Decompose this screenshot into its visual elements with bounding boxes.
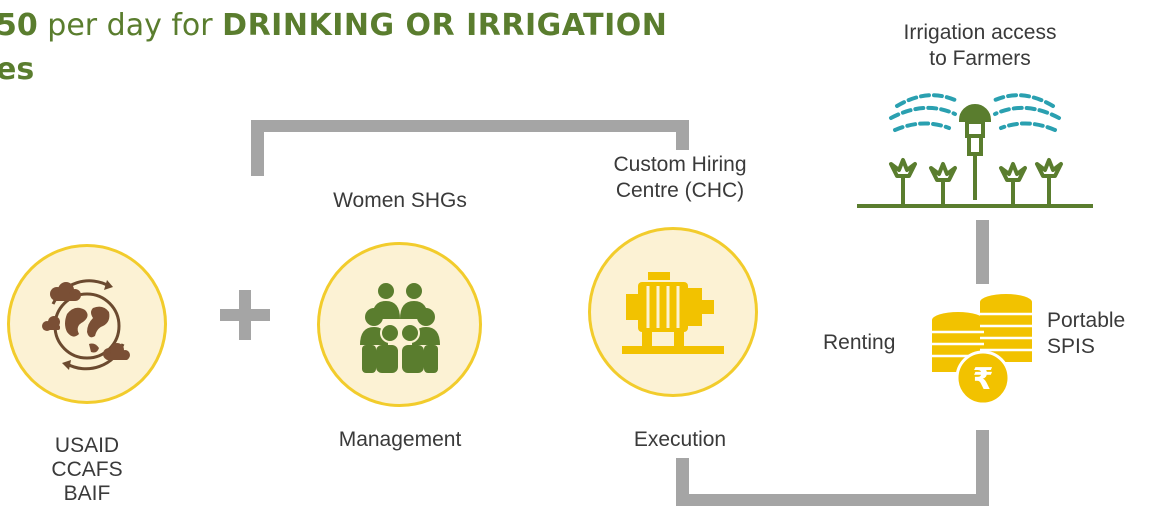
- partner-baif: BAIF: [63, 482, 111, 505]
- women-shg-circle: [317, 242, 482, 407]
- partner-ccafs: CCAFS: [51, 458, 123, 481]
- headline-number: 50: [0, 8, 38, 43]
- bottom-connector-right-riser: [976, 430, 989, 506]
- globe-clouds-icon: [42, 279, 130, 371]
- irrigation-spis-connector: [976, 220, 989, 284]
- women-shg-label: Women SHGs: [333, 189, 467, 212]
- chc-label: Custom Hiring Centre (CHC): [613, 153, 747, 202]
- people-group-icon: [359, 282, 440, 373]
- partner-usaid: USAID: [54, 434, 120, 457]
- spis-renting-label: Renting: [823, 331, 896, 354]
- chc-role: Execution: [633, 428, 727, 451]
- top-connector-left-riser: [251, 120, 264, 176]
- headline: 50 per day for DRINKING OR IRRIGATION es: [0, 4, 667, 92]
- top-connector-bar: [251, 120, 689, 132]
- headline-emphasis: DRINKING OR IRRIGATION: [222, 8, 668, 43]
- headline-line2: es: [0, 52, 35, 87]
- spis-portable-label: Portable SPIS: [1047, 309, 1126, 358]
- plus-icon: [220, 290, 270, 340]
- pump-motor-icon: [622, 272, 724, 354]
- top-connector-right-riser: [676, 120, 689, 150]
- headline-text: per day for: [37, 8, 223, 43]
- irrigation-label: Irrigation access to Farmers: [903, 21, 1057, 70]
- sprinkler-crops-icon: [855, 80, 1095, 210]
- partners-circle: [7, 244, 167, 404]
- chc-circle: [588, 227, 758, 397]
- women-shg-role: Management: [338, 428, 462, 451]
- rupee-coins-icon: ₹: [928, 290, 1038, 410]
- bottom-connector-bar: [676, 494, 989, 506]
- partners-label: USAID CCAFS BAIF: [37, 434, 137, 506]
- rupee-symbol: ₹: [973, 362, 994, 397]
